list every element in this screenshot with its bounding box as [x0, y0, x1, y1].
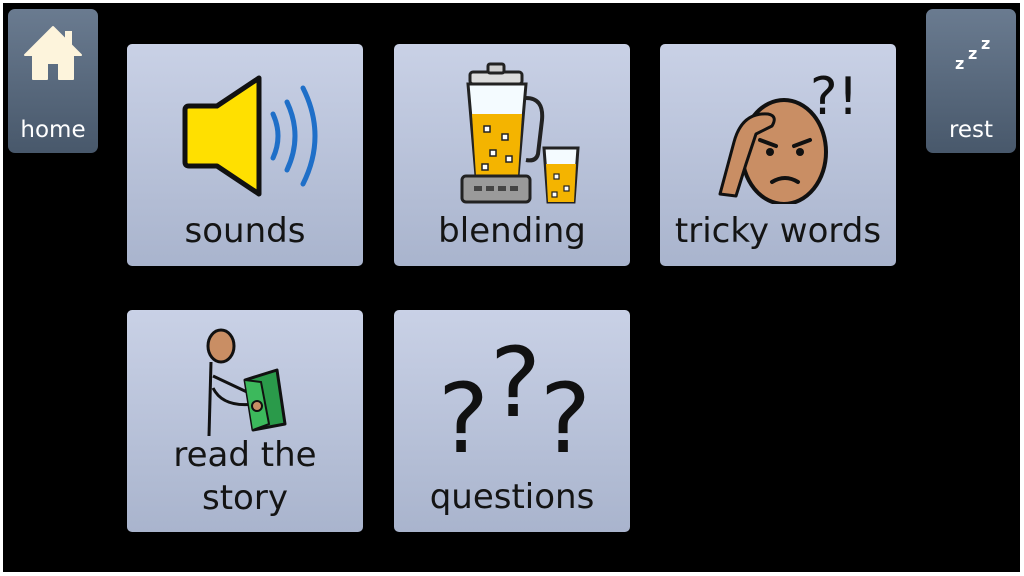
tile-blending[interactable]: blending — [394, 44, 630, 266]
tile-sounds[interactable]: sounds — [127, 44, 363, 266]
svg-text:z: z — [968, 44, 977, 63]
svg-text:?: ? — [540, 363, 591, 470]
confused-face-icon: ?! — [660, 54, 896, 206]
rest-button[interactable]: z z z rest — [926, 9, 1016, 153]
svg-text:?: ? — [438, 363, 489, 470]
home-label: home — [20, 117, 86, 143]
svg-text:z: z — [955, 54, 964, 73]
person-reading-book-icon — [127, 320, 363, 470]
speaker-icon — [127, 54, 363, 204]
home-button[interactable]: home — [8, 9, 98, 153]
tile-tricky-words[interactable]: ?! tricky words — [660, 44, 896, 266]
sleep-zzz-icon: z z z — [926, 23, 1016, 87]
tile-questions[interactable]: ? ? ? questions — [394, 310, 630, 532]
tile-label: tricky words — [674, 211, 882, 251]
blender-icon — [394, 54, 630, 204]
app-screen: home z z z rest sounds — [3, 3, 1020, 572]
tile-label: blending — [438, 211, 586, 251]
rest-label: rest — [948, 117, 994, 143]
tile-label: sounds — [184, 211, 306, 251]
tile-label: questions — [429, 477, 595, 517]
svg-text:?!: ?! — [810, 67, 858, 127]
tile-read-the-story[interactable]: read the story — [127, 310, 363, 532]
tile-label: read the story — [173, 435, 317, 518]
svg-text:z: z — [981, 34, 990, 53]
question-marks-icon: ? ? ? — [394, 320, 630, 475]
house-icon — [8, 23, 98, 87]
svg-text:?: ? — [490, 327, 541, 439]
